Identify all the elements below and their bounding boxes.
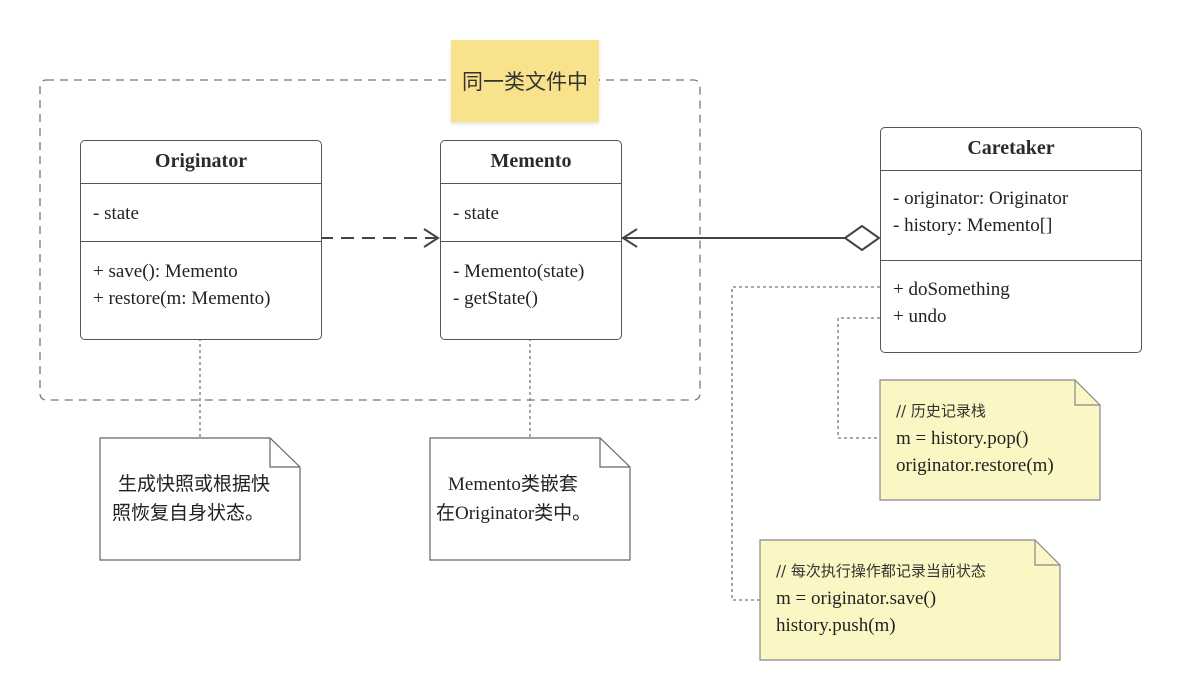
aggregation-arrow — [621, 224, 881, 252]
class-name: Originator — [154, 150, 248, 172]
note-line: 生成快照或根据快 — [118, 473, 271, 495]
method: - Memento(state) — [453, 261, 585, 282]
code-line: m = originator.save() — [776, 588, 937, 609]
class-name: Caretaker — [967, 137, 1055, 159]
methods-section: - Memento(state) - getState() — [441, 241, 621, 312]
memento-note-shape — [429, 437, 631, 561]
note-line: Memento类嵌套 — [448, 474, 578, 495]
memento-note: Memento类嵌套 在Originator类中。 — [436, 470, 626, 528]
group-frame — [39, 79, 701, 401]
note-line: 照恢复自身状态。 — [112, 502, 265, 524]
code-line: m = history.pop() — [896, 428, 1029, 449]
originator-note: 生成快照或根据快 照恢复自身状态。 — [112, 470, 292, 528]
caretaker-class[interactable]: Caretaker - originator: Originator - his… — [880, 127, 1142, 353]
originator-note-shape — [99, 437, 301, 561]
attribute: - originator: Originator — [893, 188, 1069, 209]
attribute: - state — [93, 203, 139, 224]
do-note-shape — [759, 539, 1061, 661]
attributes-section: - state — [81, 183, 321, 241]
note-comment: // 每次执行操作都记录当前状态 — [776, 562, 986, 580]
attribute: - state — [453, 203, 499, 224]
code-line: originator.restore(m) — [896, 455, 1054, 476]
memento-class[interactable]: Memento - state - Memento(state) - getSt… — [440, 140, 622, 340]
undo-note: // 历史记录栈 m = history.pop() originator.re… — [896, 398, 1054, 479]
originator-class[interactable]: Originator - state + save(): Memento + r… — [80, 140, 322, 340]
note-comment: // 历史记录栈 — [896, 402, 986, 420]
method: + doSomething — [893, 279, 1010, 300]
aggregation-diamond — [843, 224, 881, 252]
code-line: history.push(m) — [776, 615, 896, 636]
group-label: 同一类文件中 — [451, 40, 599, 122]
note-link-do — [731, 286, 880, 601]
dependency-arrow — [320, 228, 440, 248]
note-link-undo — [837, 317, 880, 439]
attributes-section: - state — [441, 183, 621, 241]
methods-section: + save(): Memento + restore(m: Memento) — [81, 241, 321, 312]
attributes-section: - originator: Originator - history: Meme… — [881, 170, 1141, 260]
class-name: Memento — [490, 150, 572, 172]
do-note: // 每次执行操作都记录当前状态 m = originator.save() h… — [776, 558, 986, 639]
undo-note-shape — [879, 379, 1101, 501]
method: + restore(m: Memento) — [93, 288, 271, 309]
method: + undo — [893, 306, 947, 327]
method: - getState() — [453, 288, 538, 309]
note-line: 在Originator类中。 — [436, 503, 592, 524]
methods-section: + doSomething + undo — [881, 260, 1141, 330]
attribute: - history: Memento[] — [893, 215, 1053, 236]
method: + save(): Memento — [93, 261, 238, 282]
